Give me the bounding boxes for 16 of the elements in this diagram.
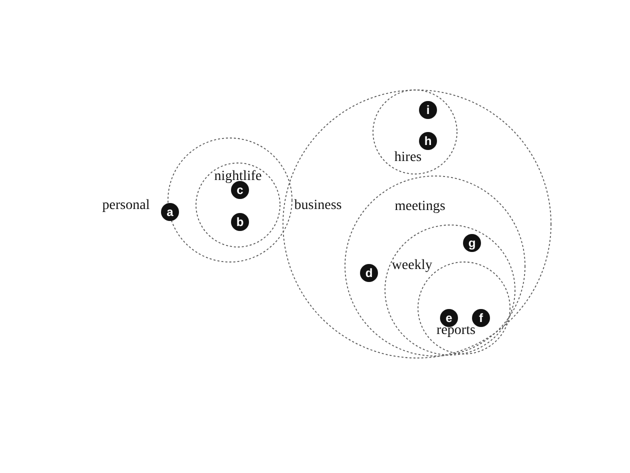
set-label: hires bbox=[394, 151, 422, 165]
set-label: reports bbox=[436, 324, 476, 338]
letter-marker: h bbox=[419, 132, 437, 150]
letter-marker: a bbox=[161, 203, 179, 221]
letter-marker: e bbox=[440, 309, 458, 327]
set-label: personal bbox=[102, 199, 150, 213]
letter-marker: b bbox=[231, 213, 249, 231]
letter-marker: i bbox=[419, 101, 437, 119]
letter-marker: c bbox=[231, 181, 249, 199]
letter-marker: g bbox=[463, 234, 481, 252]
set-label: business bbox=[294, 199, 342, 213]
set-label: meetings bbox=[394, 200, 446, 214]
letter-marker: d bbox=[360, 264, 378, 282]
set-label: nightlife bbox=[214, 170, 262, 184]
letter-marker: f bbox=[472, 309, 490, 327]
set-label: weekly bbox=[392, 259, 432, 273]
